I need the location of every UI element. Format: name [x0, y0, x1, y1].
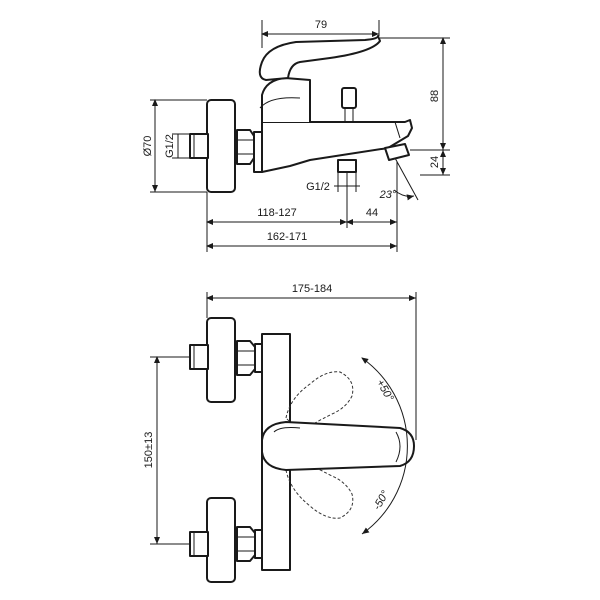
front-view: +50° -50° 175-184 150±13 [143, 283, 417, 583]
side-hex-nut [236, 129, 255, 165]
dim-center-distance: 150±13 [143, 432, 155, 469]
side-cartridge [261, 77, 311, 122]
front-hex-nut-top [236, 340, 256, 376]
side-wall-rosette [206, 99, 236, 193]
front-lever-handle [261, 421, 415, 471]
side-spout-body [261, 119, 413, 173]
front-lever-ghost-up [285, 371, 354, 433]
dim-angle-arc [393, 189, 415, 201]
dim-height-right: 88 [429, 90, 441, 102]
dim-projection-long: 162-171 [267, 231, 307, 243]
side-lever-handle [258, 35, 381, 81]
dim-overall-width: 175-184 [292, 283, 332, 295]
dim-lever-rotation-down: -50° [371, 488, 392, 512]
dim-thread-left: G1/2 [164, 134, 176, 158]
dim-projection-short: 118-127 [257, 207, 297, 219]
side-inlet-thread [189, 133, 209, 159]
side-spout-outlet [384, 143, 410, 161]
dim-lever-rotation-up: +50° [374, 378, 396, 404]
front-rosette-top [206, 317, 236, 403]
dim-top-width: 79 [315, 19, 327, 31]
front-lever-ghost-down [285, 457, 354, 519]
dim-spout-angle: 23° [379, 189, 397, 201]
side-bottom-outlet-thread [337, 159, 357, 173]
dim-outlet-diameter: Ø70 [142, 136, 154, 157]
front-rosette-bottom [206, 497, 236, 583]
dim-outlet-offset: 44 [366, 207, 378, 219]
front-rotation-arc [361, 357, 408, 535]
front-hex-nut-bottom [236, 526, 256, 562]
dim-spout-height: 24 [429, 156, 441, 168]
side-diverter-knob [341, 87, 357, 109]
side-view: 79 88 24 Ø70 G1/2 G1/2 23° [142, 19, 450, 252]
dim-thread-bottom: G1/2 [306, 181, 330, 193]
front-inlet-top [189, 344, 209, 370]
front-inlet-bottom [189, 531, 209, 557]
